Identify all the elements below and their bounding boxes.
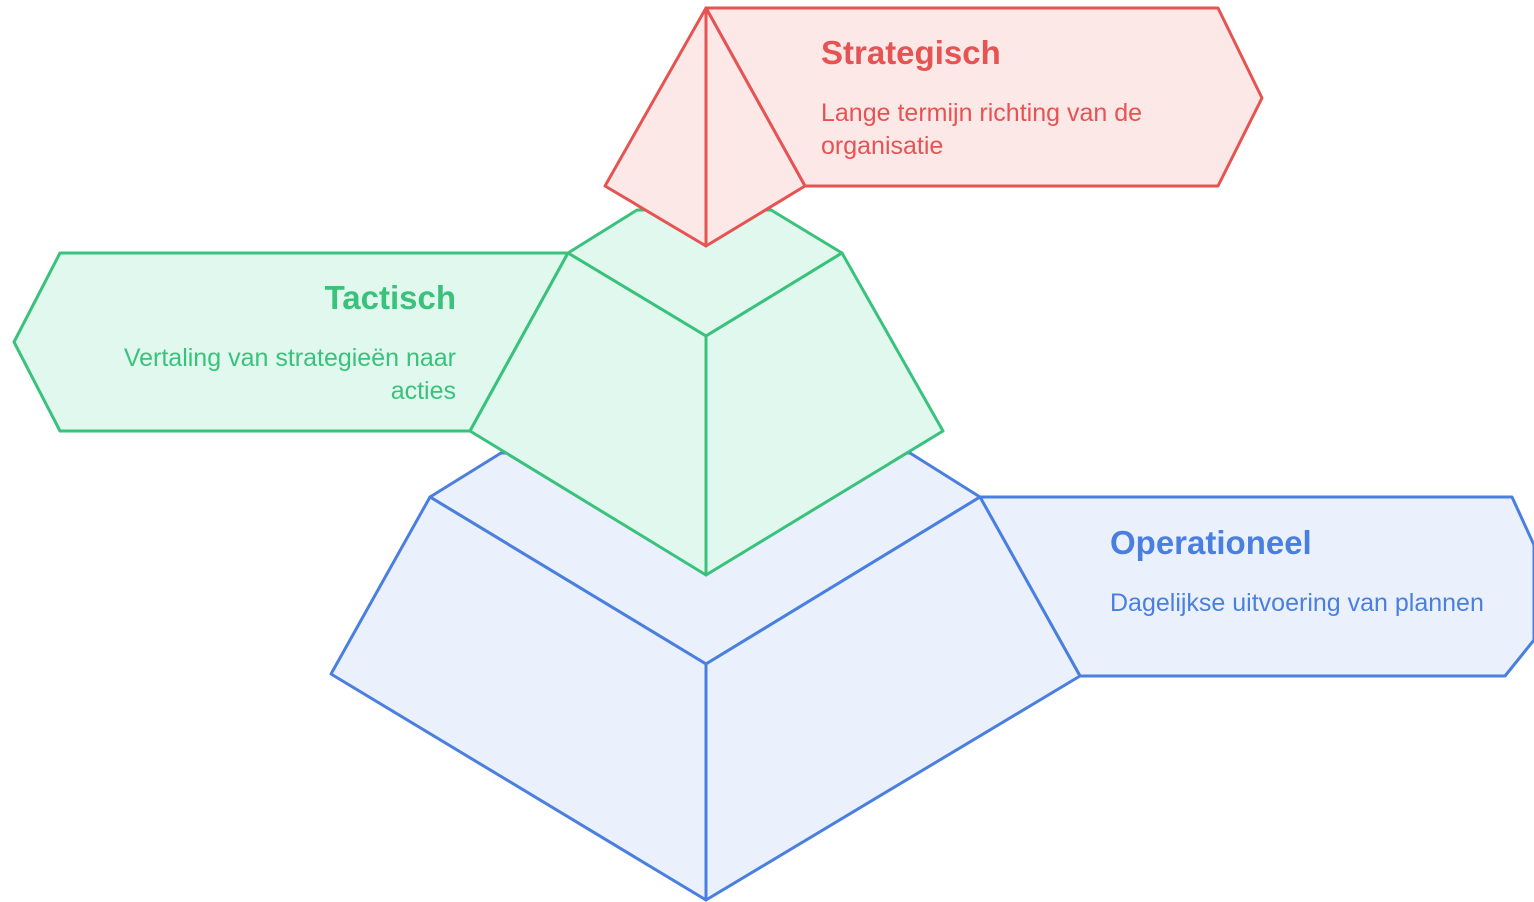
tier-tactisch — [12, 208, 945, 577]
tier-strategisch — [603, 6, 1264, 248]
tactisch-right-face — [704, 251, 945, 577]
strategisch-right-face — [704, 6, 807, 248]
tier-operationeel — [329, 451, 1534, 902]
tactisch-title: Tactisch — [324, 279, 456, 316]
strategisch-left-face — [603, 6, 708, 248]
strategisch-title: Strategisch — [821, 34, 1001, 71]
operationeel-title: Operationeel — [1110, 524, 1312, 561]
operationeel-description: Dagelijkse uitvoering van plannen — [1110, 589, 1484, 617]
operationeel-right-face — [704, 495, 1082, 902]
tactisch-description: Vertaling van strategieën naar acties — [123, 344, 456, 405]
strategisch-description: Lange termijn richting van de organisati… — [821, 99, 1143, 160]
